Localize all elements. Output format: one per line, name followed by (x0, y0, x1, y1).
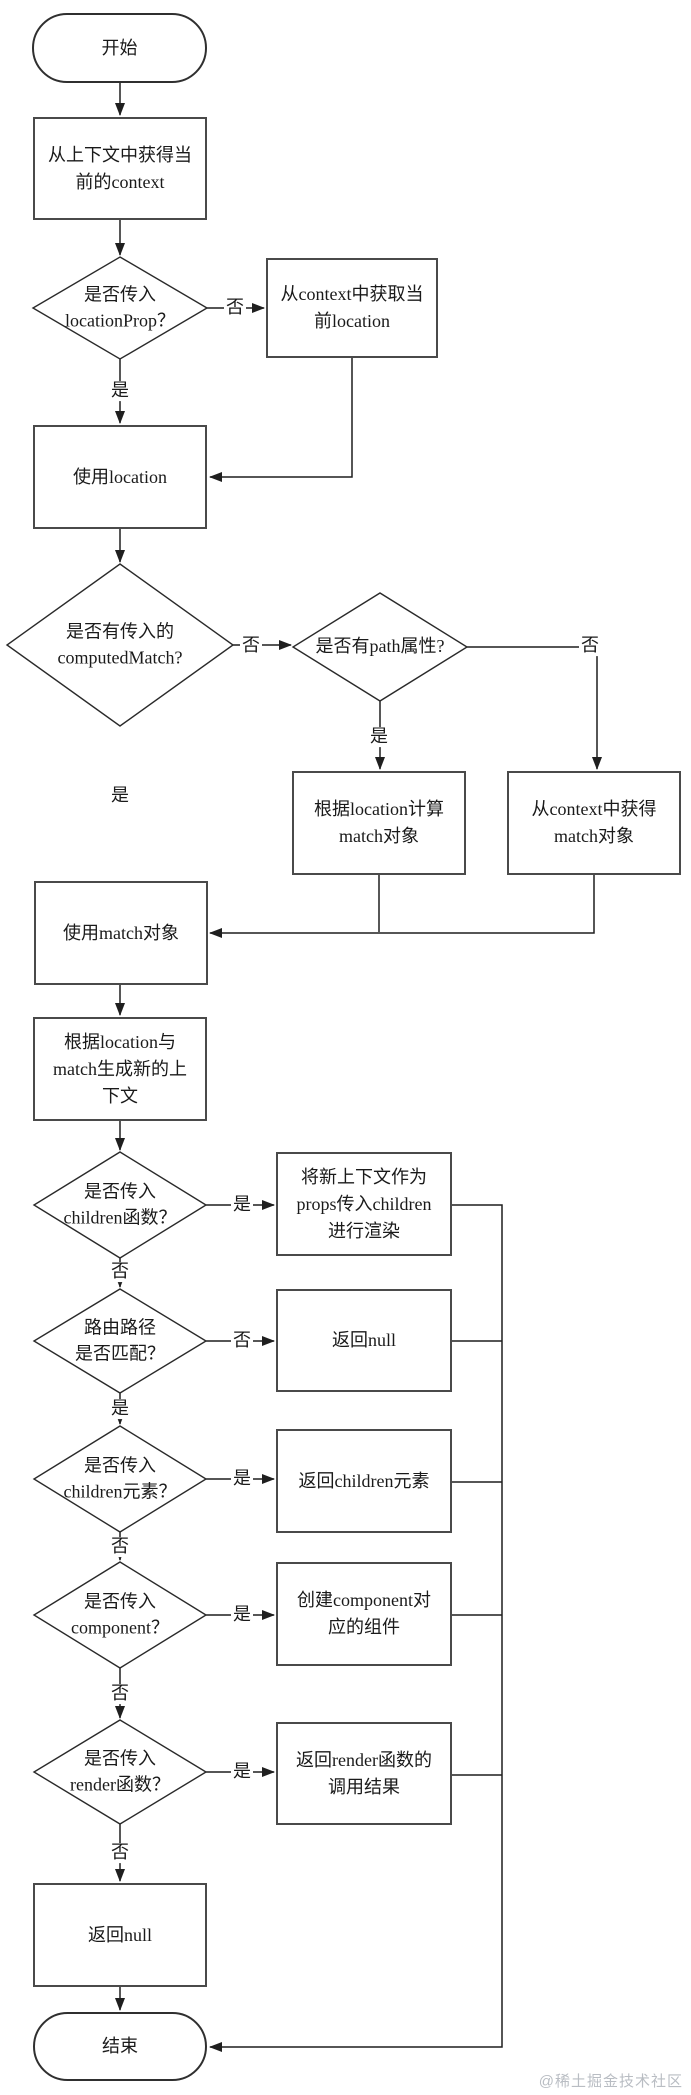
node-q-route-match: 路由路径 是否匹配？ (75, 1317, 165, 1363)
node-get-location: 从context中获取当 前location (266, 258, 438, 358)
node-q-children-fn: 是否传入 children函数？ (63, 1181, 177, 1227)
node-start: 开始 (32, 13, 207, 83)
edge-label-yes-haspath: 是 (368, 726, 390, 747)
edge-label-yes-locationprop: 是 (109, 380, 131, 401)
edge-label-yes-childrenfn: 是 (231, 1194, 253, 1215)
edge-label-no-haspath: 否 (579, 635, 601, 656)
node-return-null-final: 返回null (33, 1883, 207, 1987)
edge-match-to-usematch (209, 875, 595, 938)
node-get-match-from-context: 从context中获得 match对象 (507, 771, 681, 875)
edge-label-yes-computedmatch: 是 (109, 785, 131, 806)
node-q-computed-match: 是否有传入的 computedMatch? (57, 621, 183, 667)
edge-label-yes-component: 是 (231, 1604, 253, 1625)
edge-label-yes-childrenel: 是 (231, 1468, 253, 1489)
edge-label-yes-routematch: 是 (109, 1398, 131, 1419)
edge-qhaspath-no (467, 646, 602, 770)
node-return-null-no-match: 返回null (276, 1289, 452, 1392)
node-use-location: 使用location (33, 425, 207, 529)
node-q-has-path: 是否有path属性? (315, 636, 445, 657)
node-q-component: 是否传入 component？ (71, 1591, 169, 1637)
node-return-render-result: 返回render函数的 调用结果 (276, 1722, 452, 1825)
node-create-component: 创建component对 应的组件 (276, 1562, 452, 1666)
edge-label-no-childrenfn: 否 (109, 1261, 131, 1282)
node-q-render-fn: 是否传入 render函数？ (70, 1748, 170, 1794)
edge-label-no-routematch: 否 (231, 1330, 253, 1351)
edge-label-yes-renderfn: 是 (231, 1761, 253, 1782)
node-get-context: 从上下文中获得当 前的context (33, 117, 207, 220)
edge-label-no-locationprop: 否 (224, 297, 246, 318)
decision-locationprop-shape (31, 256, 209, 360)
edge-label-no-component: 否 (109, 1683, 131, 1704)
edge-label-no-renderfn: 否 (109, 1842, 131, 1863)
edge-label-no-childrenel: 否 (109, 1536, 131, 1557)
edge-collector-to-end (209, 1204, 503, 2052)
node-q-children-el: 是否传入 children元素？ (63, 1455, 177, 1501)
node-render-children-fn: 将新上下文作为 props传入children 进行渲染 (276, 1152, 452, 1256)
node-use-match: 使用match对象 (34, 881, 208, 985)
node-return-children-el: 返回children元素 (276, 1429, 452, 1533)
decision-childrenel-shape (32, 1425, 208, 1533)
node-new-context: 根据location与 match生成新的上 下文 (33, 1017, 207, 1121)
decision-computedmatch-shape (5, 563, 235, 727)
node-calc-match: 根据location计算 match对象 (292, 771, 466, 875)
node-q-location-prop: 是否传入 locationProp？ (65, 284, 175, 330)
edge-getlocation-to-uselocation (209, 358, 353, 482)
decision-routematch-shape (32, 1288, 208, 1394)
decision-childrenfn-shape (32, 1151, 208, 1259)
decision-component-shape (32, 1561, 208, 1669)
juejin-watermark: @稀土掘金技术社区 (538, 2073, 683, 2090)
edge-label-no-computedmatch: 否 (240, 635, 262, 656)
decision-haspath-shape (291, 592, 469, 702)
decision-renderfn-shape (32, 1719, 208, 1825)
node-end: 结束 (33, 2012, 207, 2081)
